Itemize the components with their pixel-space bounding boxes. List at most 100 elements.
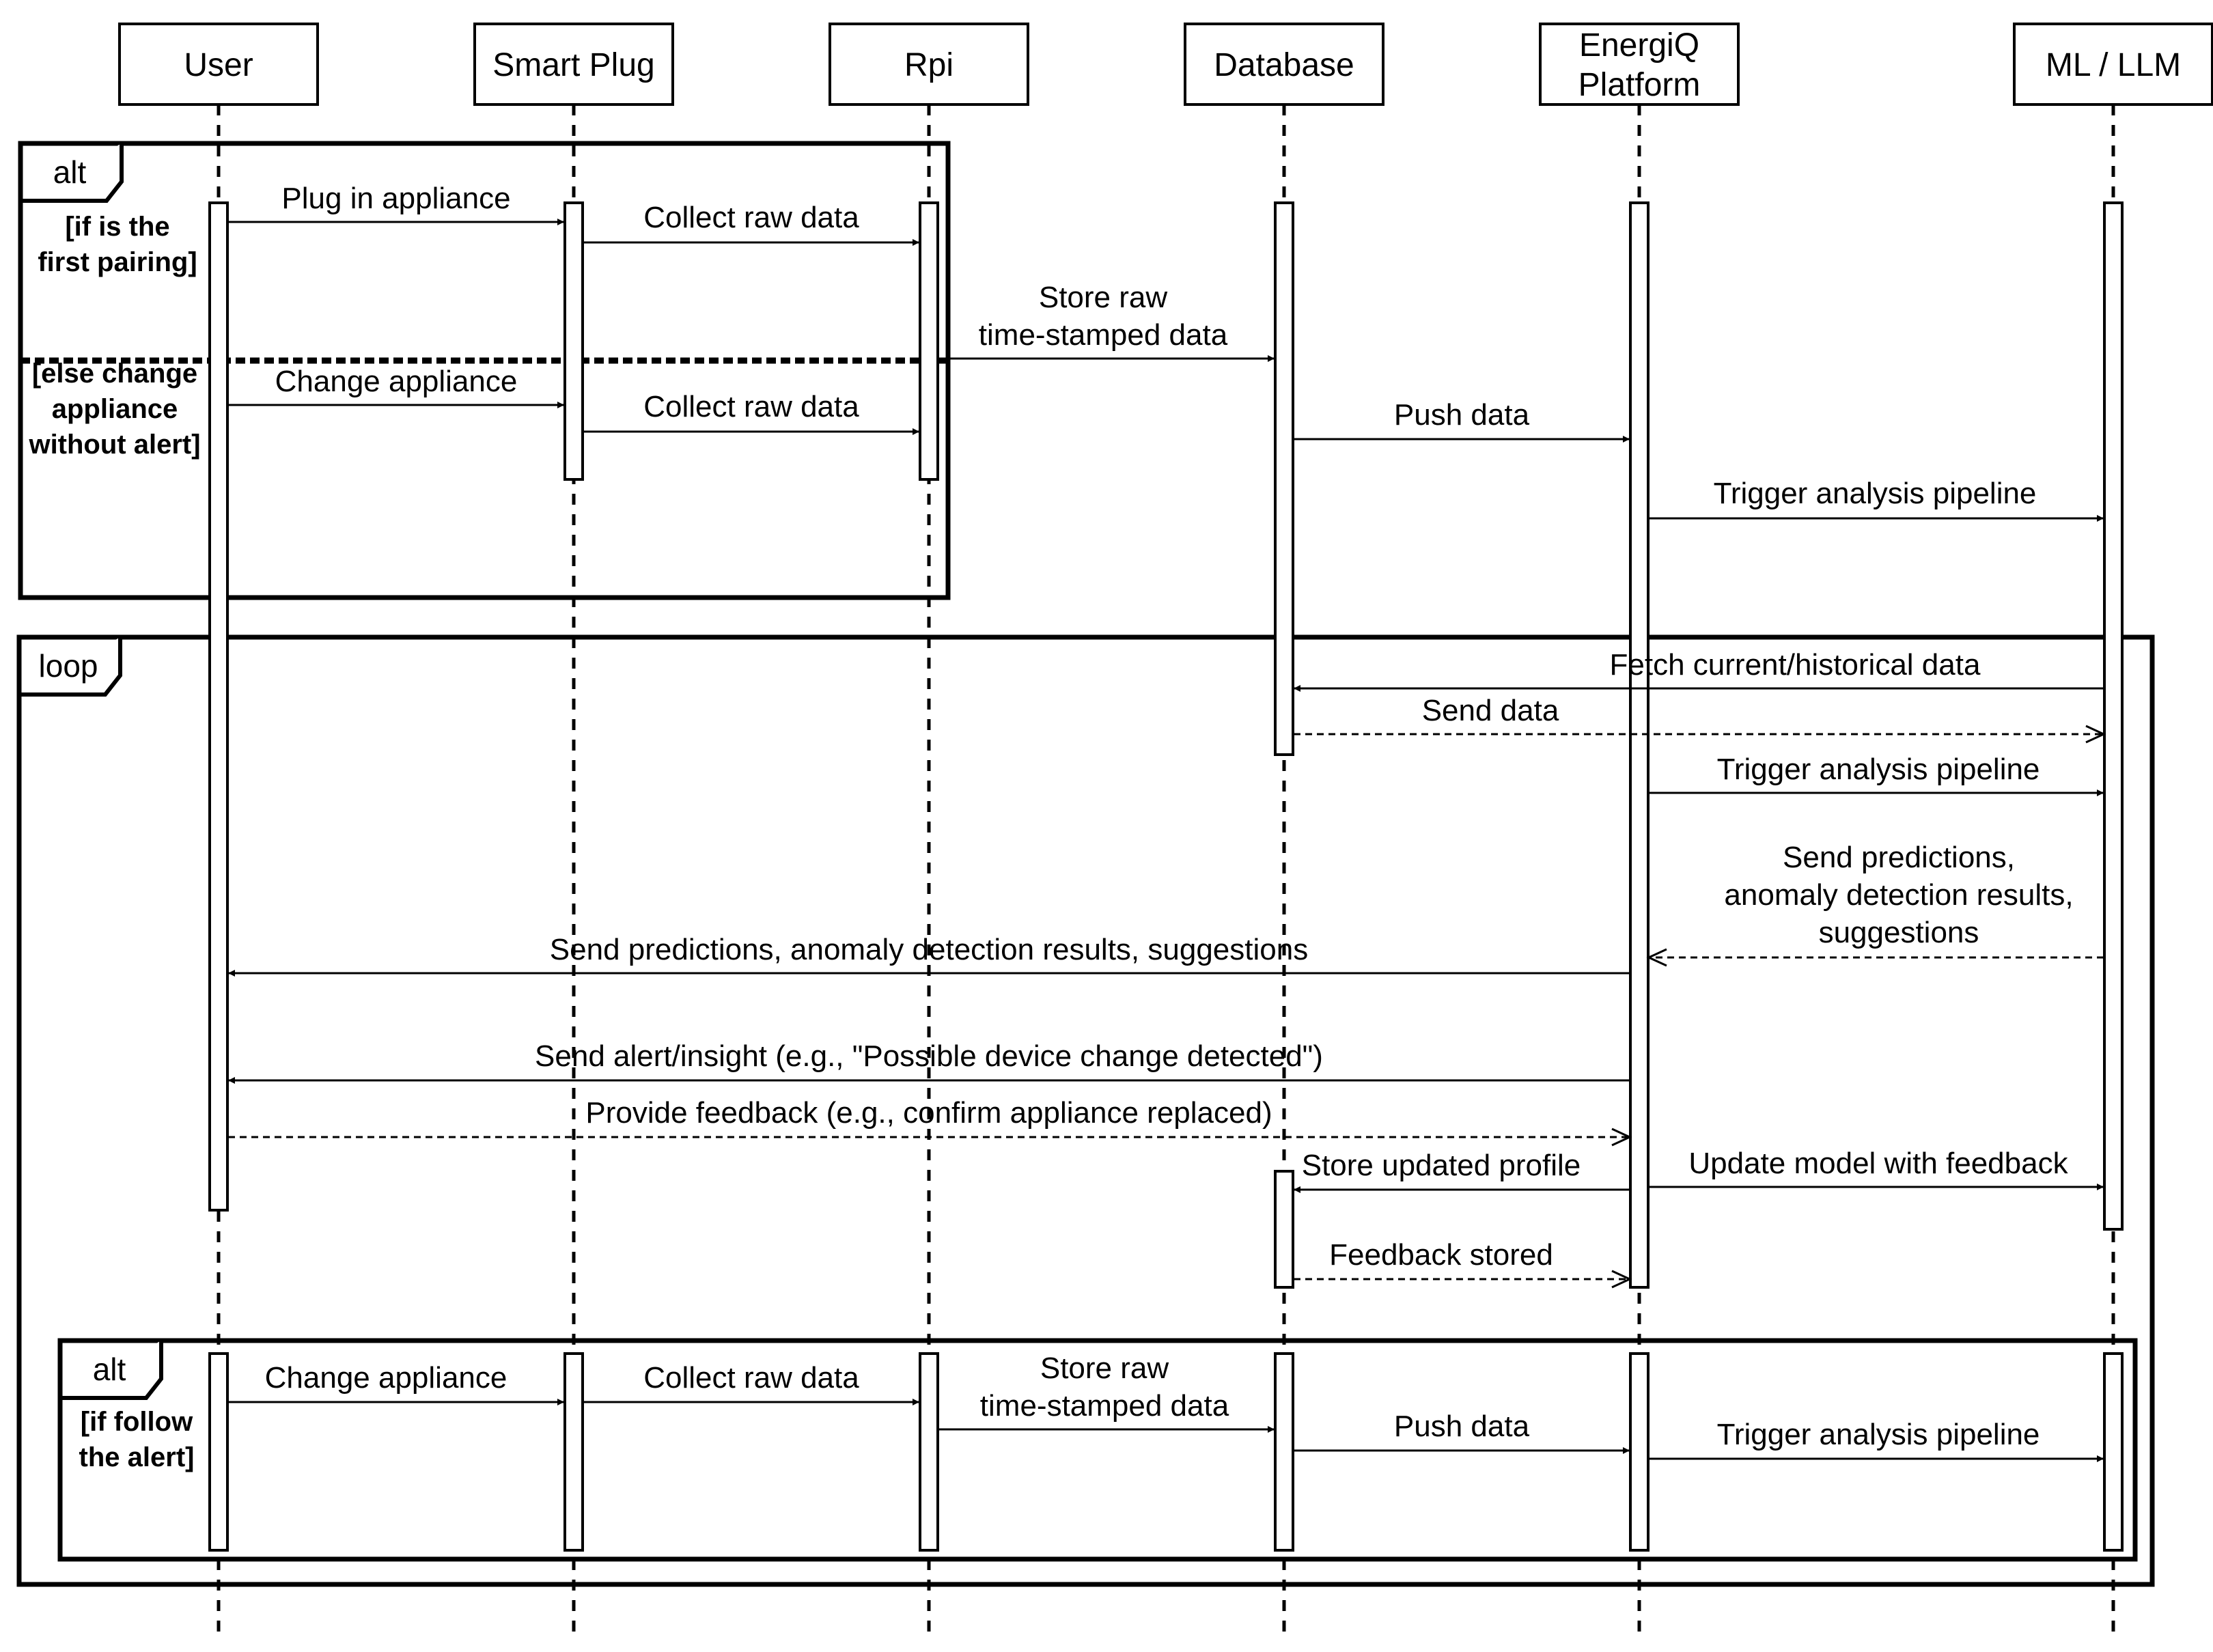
- activation-bar-user: [208, 1352, 229, 1552]
- message-label: Store raw: [1040, 1352, 1169, 1385]
- message-label: Collect raw data: [643, 1361, 859, 1395]
- guard-condition: [if is the: [65, 212, 169, 242]
- participant-box: [829, 23, 1029, 106]
- activation-bar-smartplug: [563, 1352, 584, 1552]
- message-label: Collect raw data: [643, 390, 859, 423]
- open-arrowhead-icon: [1611, 1128, 1632, 1147]
- message: Push data: [1294, 1410, 1630, 1454]
- message-label: Store updated profile: [1302, 1149, 1581, 1182]
- guard-condition: the alert]: [79, 1442, 195, 1472]
- participant-box: [1184, 23, 1384, 106]
- activation-bar-database: [1274, 1352, 1294, 1552]
- message: Trigger analysis pipeline: [1649, 477, 2104, 522]
- activation-bar-user: [208, 201, 229, 1212]
- message-label: time-stamped data: [980, 1389, 1229, 1423]
- activation-bar-database: [1274, 1170, 1294, 1289]
- participant-label: EnergiQ: [1579, 27, 1699, 64]
- participant-box: [1539, 23, 1740, 106]
- participant-smartplug: Smart Plug: [473, 23, 674, 106]
- message: Trigger analysis pipeline: [1649, 1418, 2104, 1462]
- participant-ml: ML / LLM: [2013, 23, 2213, 106]
- activations-layer: [208, 201, 2124, 1552]
- message-label: Store raw: [1039, 281, 1168, 314]
- participant-user: User: [118, 23, 319, 106]
- frame-alt-first: alt [if is the first pairing] [else change a…: [18, 141, 951, 600]
- message: Send predictions, anomaly detection resu…: [228, 933, 1630, 977]
- message-label: Fetch current/historical data: [1610, 648, 1981, 682]
- message: Provide feedback (e.g., confirm applianc…: [228, 1096, 1632, 1147]
- activation-bar-database: [1274, 201, 1294, 756]
- message-label: Update model with feedback: [1688, 1147, 2068, 1180]
- message: Send alert/insight (e.g., "Possible devi…: [228, 1039, 1630, 1084]
- message-label: Trigger analysis pipeline: [1717, 753, 2040, 786]
- message-label: Trigger analysis pipeline: [1717, 1418, 2040, 1451]
- message: Store raw time-stamped data: [938, 281, 1275, 362]
- message-label: Send predictions, anomaly detection resu…: [550, 933, 1308, 966]
- participant-label: Smart Plug: [492, 47, 654, 83]
- frame-operator-label: alt: [93, 1352, 126, 1387]
- message-label: Provide feedback (e.g., confirm applianc…: [585, 1096, 1272, 1130]
- message: Collect raw data: [583, 201, 919, 246]
- message-label: Change appliance: [265, 1361, 507, 1395]
- frame-border: [57, 1338, 2138, 1562]
- participant-database: Database: [1184, 23, 1384, 106]
- participant-label: Database: [1214, 47, 1354, 83]
- activation-bar-platform: [1629, 1352, 1650, 1552]
- activation-bar-smartplug: [563, 201, 584, 481]
- message: Feedback stored: [1294, 1238, 1632, 1289]
- activation-bar-platform: [1629, 201, 1650, 1289]
- message-label: Send data: [1422, 694, 1559, 727]
- open-arrowhead-icon: [1646, 948, 1667, 967]
- message: Change appliance: [228, 1361, 564, 1405]
- activation-bar-rpi: [919, 201, 939, 481]
- activation-bar-ml: [2103, 1352, 2124, 1552]
- message: Store raw time-stamped data: [938, 1352, 1275, 1433]
- open-arrowhead-icon: [2085, 725, 2106, 744]
- frame-operator-tab: [60, 1341, 163, 1400]
- message: Update model with feedback: [1649, 1147, 2104, 1190]
- participant-box: [118, 23, 319, 106]
- frame-operator-label: loop: [39, 648, 98, 684]
- participant-label: Platform: [1578, 67, 1701, 103]
- frame-operator-label: alt: [53, 154, 87, 190]
- participant-label: Rpi: [904, 47, 954, 83]
- message: Collect raw data: [583, 1361, 919, 1405]
- open-arrowhead-icon: [1611, 1270, 1632, 1289]
- message: Store updated profile: [1294, 1149, 1630, 1193]
- frame-border: [16, 634, 2155, 1587]
- message: Push data: [1294, 398, 1630, 443]
- message-label: Change appliance: [275, 365, 518, 398]
- guard-condition: [if follow: [81, 1407, 193, 1437]
- frame-operator-tab: [20, 143, 124, 203]
- message: Send data: [1294, 694, 2106, 744]
- message: Trigger analysis pipeline: [1649, 753, 2104, 796]
- participant-rpi: Rpi: [829, 23, 1029, 106]
- message-label: Trigger analysis pipeline: [1714, 477, 2037, 510]
- message: Send predictions,anomaly detection resul…: [1646, 841, 2104, 967]
- participant-heads-layer: User Smart Plug Rpi Database EnergiQPlatform…: [118, 23, 2213, 106]
- participant-label: ML / LLM: [2046, 47, 2181, 83]
- message-label: Collect raw data: [643, 201, 859, 234]
- message: Change appliance: [228, 365, 564, 408]
- message: Plug in appliance: [228, 182, 564, 225]
- guard-condition: appliance: [52, 394, 178, 424]
- message-label: Send predictions,: [1783, 841, 2015, 874]
- message-label: Plug in appliance: [281, 182, 510, 215]
- message: Collect raw data: [583, 390, 919, 435]
- activation-bar-ml: [2103, 201, 2124, 1231]
- guard-condition: [else change: [32, 359, 197, 389]
- participant-box: [473, 23, 674, 106]
- guard-condition: without alert]: [28, 430, 200, 460]
- frame-border: [18, 141, 951, 600]
- participant-box: [2013, 23, 2213, 106]
- message-label: suggestions: [1819, 916, 1979, 949]
- message-label: time-stamped data: [979, 318, 1228, 352]
- message-label: Push data: [1394, 1410, 1530, 1443]
- frame-alt-follow: alt [if follow the alert]: [57, 1338, 2138, 1562]
- message-label: Feedback stored: [1329, 1238, 1553, 1272]
- participant-label: User: [184, 47, 253, 83]
- guard-condition: first pairing]: [38, 247, 197, 277]
